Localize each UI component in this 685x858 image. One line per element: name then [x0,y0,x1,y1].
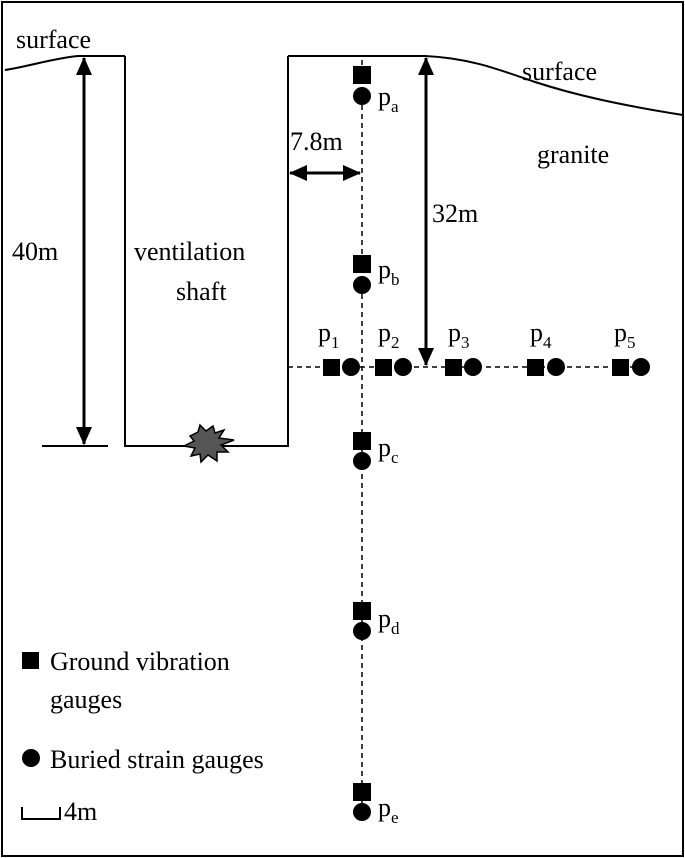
depth-40m-label: 40m [12,237,58,266]
shaft-label-line2: shaft [176,277,227,306]
gauge-pb: pb [353,255,400,294]
strain-gauge-marker [353,622,371,640]
legend-circle-label: Buried strain gauges [50,745,264,774]
legend-circle-icon [22,749,40,767]
offset-label: 7.8m [290,127,343,156]
vibration-gauge-marker [353,602,371,620]
vibration-gauge-marker [353,432,371,450]
granite-label: granite [537,140,609,169]
gauge-label: p4 [530,318,552,352]
vibration-gauge-marker [353,255,371,273]
strain-gauge-marker [353,87,371,105]
strain-gauge-marker [353,452,371,470]
scale-bar-icon [21,807,61,820]
legend: Ground vibration gauges Buried strain ga… [21,647,264,826]
gauge-p3: p3 [445,318,482,376]
vibration-gauge-marker [353,66,371,84]
gauge-label: pd [378,604,400,638]
gauge-label: p2 [378,318,400,352]
strain-gauge-marker [353,803,371,821]
scale-label: 4m [64,797,97,826]
surface-label-left: surface [16,25,91,54]
gauge-label: p5 [614,318,636,352]
vibration-gauge-marker [353,783,371,801]
legend-square-label-line2: gauges [50,685,122,714]
strain-gauge-marker [632,358,650,376]
blast-icon [181,423,235,464]
gauge-p5: p5 [612,318,650,376]
shaft-label-line1: ventilation [134,237,245,266]
gauge-label: p1 [318,318,340,352]
strain-gauge-marker [342,358,360,376]
gauge-pa: pa [353,66,399,116]
ground-surface-left [4,55,125,71]
strain-gauge-marker [464,358,482,376]
vibration-gauge-marker [612,359,629,376]
gauge-pe: pe [353,783,399,827]
gauge-label: pe [378,793,399,827]
strain-gauge-marker [547,358,565,376]
gauge-p2: p2 [375,318,412,376]
strain-gauge-marker [353,276,371,294]
vibration-gauge-marker [445,359,462,376]
surface-label-right: surface [522,57,597,86]
legend-square-label-line1: Ground vibration [50,647,230,676]
strain-gauge-marker [394,358,412,376]
vibration-gauge-marker [527,359,544,376]
legend-square-icon [22,652,39,669]
vibration-gauge-marker [375,359,392,376]
gauge-label: pb [378,255,400,289]
gauge-label: pc [378,433,399,467]
vibration-gauge-marker [323,359,340,376]
gauge-label: pa [378,82,399,116]
gauge-pd: pd [353,602,400,640]
gauge-label: p3 [448,318,470,352]
ground-surface-right [288,55,684,116]
gauge-p4: p4 [527,318,565,376]
gauge-pc: pc [353,432,399,470]
depth-32m-label: 32m [432,199,478,228]
gauge-p1: p1 [318,318,360,376]
